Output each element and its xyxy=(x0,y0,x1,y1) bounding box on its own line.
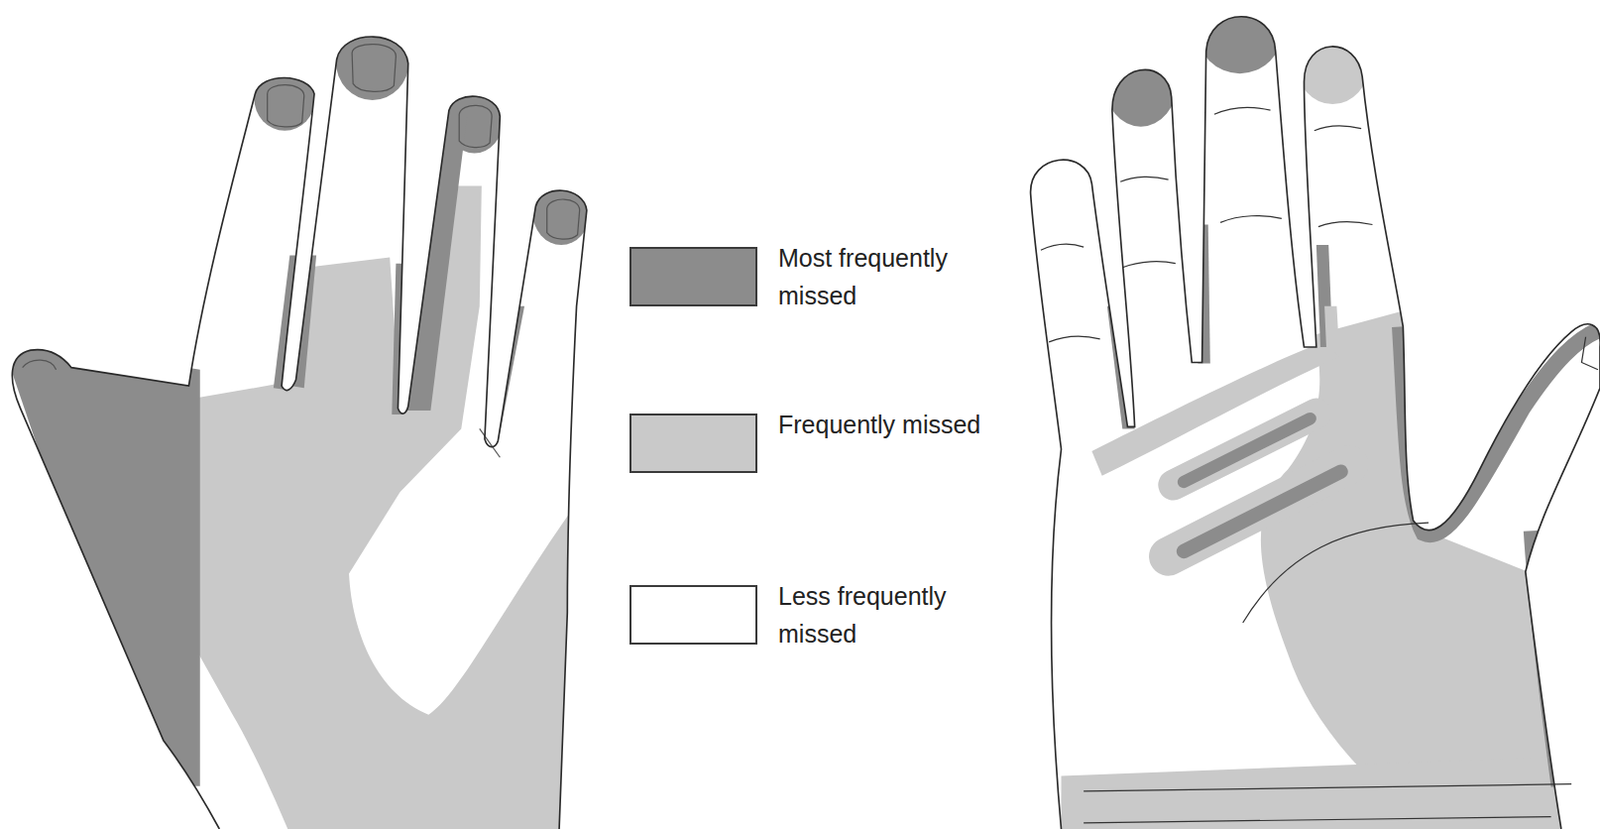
finger-crease xyxy=(1048,336,1100,343)
palm-of-hand xyxy=(1020,0,1600,829)
finger-crease xyxy=(1122,261,1176,268)
fingernail xyxy=(22,359,57,370)
back-of-hand xyxy=(0,0,613,829)
palm-crease-area xyxy=(1183,418,1311,482)
palm-crease-area xyxy=(1183,471,1342,552)
finger-crease xyxy=(1314,125,1362,131)
fingernail xyxy=(547,199,580,239)
palm-edge-area xyxy=(1530,530,1559,786)
thumb-area xyxy=(0,337,201,787)
fingernail xyxy=(1581,337,1598,370)
fingertip-area xyxy=(253,65,316,131)
skin-creases xyxy=(1040,107,1599,822)
frequently-missed-area xyxy=(1260,306,1564,829)
fingernail xyxy=(267,85,305,127)
wrist-crease xyxy=(1083,816,1551,823)
hand-outline xyxy=(11,36,587,829)
finger-side-area xyxy=(485,306,525,444)
finger-crease xyxy=(1040,243,1084,250)
wrist-crease xyxy=(1083,784,1572,792)
fingertip-area xyxy=(532,179,590,245)
finger-crease xyxy=(1120,176,1168,182)
legend-swatch xyxy=(629,584,758,645)
finger-crease xyxy=(1318,222,1373,228)
finger-side-area xyxy=(406,114,468,411)
palm-crease xyxy=(1243,522,1429,623)
legend-label: Most frequently missed xyxy=(778,238,989,315)
legend-label: Frequently missed xyxy=(778,405,989,444)
finger-crease xyxy=(1214,107,1271,115)
legend-label: Less frequently missed xyxy=(778,576,989,653)
fingernail xyxy=(351,44,396,93)
finger-side-area xyxy=(273,254,301,390)
fingernail xyxy=(458,105,492,147)
legend-swatch xyxy=(629,413,758,473)
finger-crease xyxy=(1220,216,1282,224)
finger-side-area xyxy=(1324,306,1368,351)
frequently-missed-area xyxy=(1061,755,1593,829)
fingertip-area xyxy=(336,22,410,101)
legend-swatch xyxy=(629,246,758,307)
hand-outline xyxy=(1030,16,1600,829)
frequently-missed-area xyxy=(175,185,572,829)
hand-base xyxy=(0,0,613,829)
